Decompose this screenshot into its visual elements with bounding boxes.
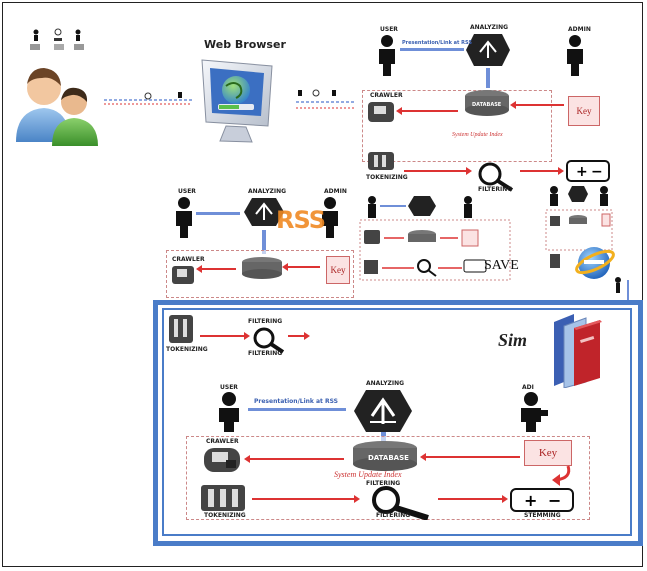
- tr-update-index-label: System Update Index: [452, 132, 503, 138]
- tr-tokenizing-icon: [368, 152, 394, 170]
- web-browser-label: Web Browser: [204, 38, 286, 51]
- svg-text:+: +: [524, 491, 537, 510]
- main-db-crawler-arrow: [244, 455, 344, 463]
- tr-key-label: Key: [576, 106, 592, 116]
- main-token-filter-arrow: [252, 495, 360, 503]
- browser-globe-icon: [575, 247, 615, 279]
- mc-mini-diagram-art: [359, 196, 511, 281]
- tr-database-label: DATABASE: [472, 102, 502, 108]
- ml-analyzing-label: ANALYZING: [248, 188, 287, 195]
- main-top-filter-out-arrow: [288, 332, 310, 340]
- ml-user-label: USER: [178, 188, 196, 195]
- tr-key-db-arrow: [510, 101, 564, 109]
- ml-key-db-arrow: [282, 263, 320, 271]
- main-update-index-label: System Update Index: [334, 470, 402, 479]
- main-database-icon: [353, 441, 417, 471]
- tr-key-box: Key: [568, 96, 600, 126]
- ml-analyzing-db-link: [262, 230, 266, 254]
- sim-label: Sim: [498, 330, 528, 350]
- people-icon: [16, 68, 98, 146]
- ml-admin-icon: [322, 197, 338, 238]
- tr-admin-icon: [567, 35, 583, 76]
- main-query-link-label: Presentation/Link at RSS: [254, 398, 338, 405]
- main-magnifier-icon: [372, 486, 429, 520]
- main-database-label: DATABASE: [368, 454, 409, 462]
- tr-crawler-icon: [368, 102, 394, 122]
- main-crawler-icon: [204, 448, 240, 472]
- main-key-db-arrow: [420, 453, 520, 461]
- main-stemming-label: STEMMING: [524, 512, 561, 519]
- main-adi-label: ADI: [522, 384, 534, 391]
- tr-user-label: USER: [380, 26, 398, 33]
- ml-database-icon: [242, 257, 282, 279]
- main-analyzing-label: ANALYZING: [366, 380, 405, 387]
- monitor-icon: [201, 59, 273, 143]
- tr-crawler-label: CRAWLER: [370, 92, 403, 99]
- ml-db-crawler-arrow: [196, 265, 236, 273]
- main-tokenizing-top-icon: [169, 315, 193, 343]
- main-user-icon: [219, 392, 239, 432]
- user-browser-connector: [104, 88, 194, 110]
- save-label: SAVE: [484, 258, 519, 273]
- web-browser-monitor-icon: [196, 56, 278, 148]
- main-tokenizing-top-label: TOKENIZING: [166, 346, 208, 353]
- ml-crawler-label: CRAWLER: [172, 256, 205, 263]
- tiny-icons: [30, 28, 84, 50]
- tr-admin-label: ADMIN: [568, 26, 591, 33]
- tr-tokenizing-label: TOKENIZING: [366, 174, 408, 181]
- tr-analyzing-db-link: [486, 68, 490, 88]
- main-user-analyzing-link: [248, 408, 346, 411]
- ml-key-box: Key: [326, 256, 350, 284]
- main-top-filtering-label: FILTERING: [248, 350, 283, 357]
- main-tokenizing-label: TOKENIZING: [204, 512, 246, 519]
- tiny-icons-group: [28, 26, 88, 52]
- tr-token-filter-arrow: [404, 167, 472, 175]
- tr-filter-stem-arrow: [520, 167, 564, 175]
- main-user-label: USER: [220, 384, 238, 391]
- books-icon: [554, 314, 602, 388]
- main-key-label: Key: [538, 447, 558, 459]
- main-filtering-label: FILTERING: [376, 512, 411, 519]
- main-top-magnifier-icon: [253, 327, 285, 354]
- tr-recycle-icon: [466, 34, 510, 66]
- main-crawler-label: CRAWLER: [206, 438, 239, 445]
- main-filter-stem-arrow: [438, 495, 508, 503]
- main-recycle-icon: [354, 390, 412, 432]
- tr-stemming-icon: +−: [566, 160, 610, 182]
- tr-analyzing-label: ANALYZING: [470, 24, 509, 31]
- main-top-filtering-caption: FILTERING: [248, 318, 283, 325]
- main-key-box: Key: [524, 440, 572, 466]
- mr-mini-diagram: [544, 184, 614, 280]
- ml-admin-label: ADMIN: [324, 188, 347, 195]
- tr-database-icon: [465, 90, 509, 116]
- ml-user-icon: [176, 197, 192, 238]
- ml-recycle-icon: [244, 198, 284, 226]
- mc-mini-diagram: [358, 194, 538, 284]
- ml-key-label: Key: [330, 265, 346, 275]
- tr-user-analyzing-link: [400, 48, 464, 51]
- main-tokenizing-icon: [201, 485, 245, 511]
- svg-text:−: −: [548, 491, 561, 510]
- main-filtering-caption: FILTERING: [366, 480, 401, 487]
- svg-text:−: −: [591, 164, 603, 180]
- main-top-token-filter-arrow: [200, 332, 250, 340]
- browser-system-connector: [296, 88, 356, 112]
- rss-label: RSS: [276, 206, 326, 234]
- tr-query-link-label: Presentation/Link at RSS: [402, 40, 472, 46]
- main-inner-frame: [162, 308, 632, 536]
- tr-process-panel: [362, 90, 552, 162]
- tr-magnifier-icon: [478, 162, 514, 192]
- ml-user-analyzing-link: [196, 212, 240, 215]
- tr-user-icon: [379, 35, 395, 76]
- mr-mini-diagram-art: [545, 186, 613, 268]
- main-admin-icon: [521, 392, 548, 432]
- users-people-icon: [12, 58, 102, 148]
- main-stemming-icon: + −: [510, 488, 574, 512]
- tr-filtering-label: FILTERING: [478, 186, 513, 193]
- tr-db-crawler-arrow: [396, 107, 458, 115]
- ml-crawler-icon: [172, 266, 194, 284]
- svg-text:+: +: [576, 164, 588, 180]
- main-curve-arrow: [552, 465, 571, 486]
